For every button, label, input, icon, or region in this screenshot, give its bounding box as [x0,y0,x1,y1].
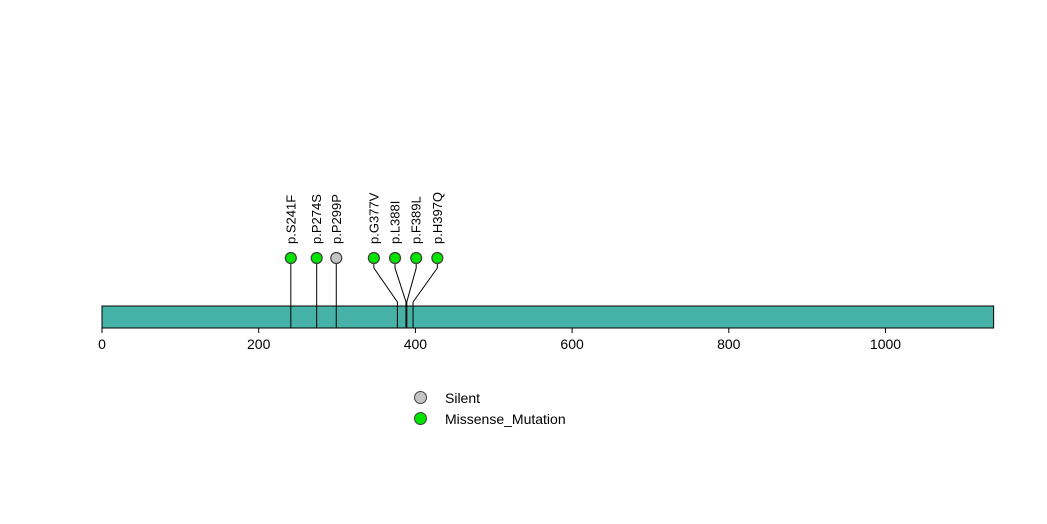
protein-backbone-bar [101,305,995,329]
legend-swatch-missense-icon [414,412,427,425]
mutation-lollipop-head [284,251,297,265]
mutation-label: p.S241F [283,195,298,244]
mutation-label: p.G377V [366,192,381,244]
mutation-label: p.H397Q [430,192,445,244]
mutation-lollipop-head [330,251,343,265]
mutation-lollipop-head [410,251,423,265]
x-axis-tick-label: 0 [98,336,106,352]
mutation-label: p.L388I [388,201,403,244]
x-axis-tick-label: 1000 [870,336,901,352]
legend-label-silent: Silent [445,389,481,406]
mutation-lollipop-head [367,251,380,265]
legend-swatch-silent-icon [414,391,427,404]
legend-item-missense: Missense_Mutation [414,408,566,429]
legend: Silent Missense_Mutation [414,387,566,429]
x-axis-tick-label: 200 [247,336,271,352]
x-axis-tick-label: 600 [560,336,584,352]
x-axis-tick-label: 800 [717,336,741,352]
mutation-lollipop-head [388,251,402,265]
legend-label-missense: Missense_Mutation [445,410,566,427]
mutation-lollipop-head [431,251,444,265]
x-axis-tick-label: 400 [404,336,428,352]
mutation-label: p.P274S [309,194,324,244]
mutation-label: p.F389L [409,196,424,244]
mutation-lollipop-head [310,251,323,265]
mutation-label: p.P299P [329,194,344,244]
legend-item-silent: Silent [414,387,566,408]
